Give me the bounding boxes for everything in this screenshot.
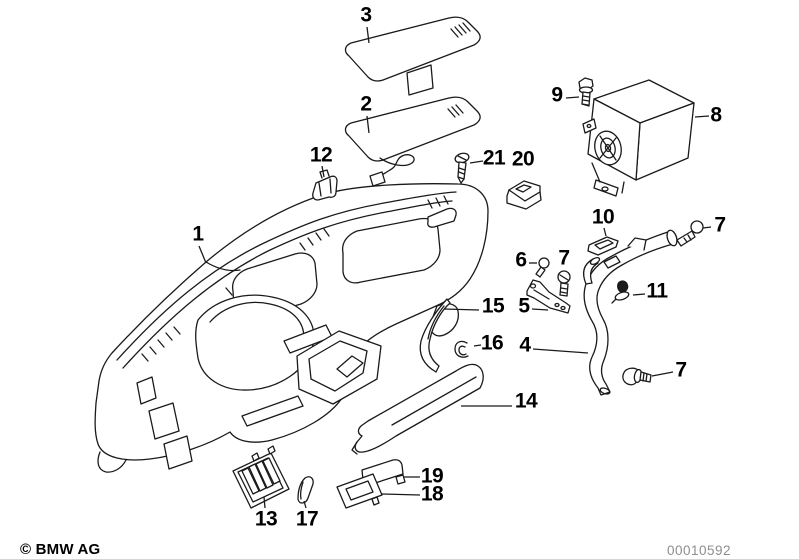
callout-21[interactable]: 21 (482, 146, 506, 170)
callout-1[interactable]: 1 (192, 222, 204, 246)
part-21-screw (454, 152, 470, 184)
leader-line-18 (381, 493, 421, 496)
callout-14[interactable]: 14 (514, 389, 538, 413)
callout-18[interactable]: 18 (420, 482, 444, 506)
leader-line-5 (531, 308, 549, 311)
part-5-bracket (526, 279, 571, 314)
callout-17[interactable]: 17 (295, 507, 319, 531)
callout-16[interactable]: 16 (480, 331, 504, 355)
callout-20[interactable]: 20 (511, 147, 535, 171)
part-20-clamp-clip (506, 180, 542, 210)
callout-7a[interactable]: 7 (714, 213, 726, 237)
part-13-vent-grille (232, 445, 290, 509)
part-16-c-clip (454, 340, 469, 358)
leader-line-13 (263, 496, 266, 509)
leader-line-9 (565, 96, 580, 99)
leader-line-15 (443, 308, 480, 311)
callout-10[interactable]: 10 (591, 205, 615, 229)
callout-6[interactable]: 6 (515, 248, 527, 272)
part-2-cover-panel (344, 96, 481, 187)
leader-line-2 (366, 115, 370, 134)
callout-15[interactable]: 15 (481, 294, 505, 318)
leader-line-17 (303, 500, 307, 509)
part-4-air-duct (582, 229, 678, 396)
leader-line-21 (469, 160, 484, 164)
leader-line-11 (632, 293, 646, 296)
part-1-instrument-panel-drawing (94, 183, 489, 473)
leader-line-1 (198, 245, 207, 264)
callout-12[interactable]: 12 (309, 143, 333, 167)
part-7-bolt-bottom (622, 367, 652, 386)
part-18-frame (336, 473, 383, 509)
leader-line-16 (473, 344, 482, 347)
leader-line-8 (694, 115, 710, 118)
callout-7b[interactable]: 7 (558, 246, 570, 270)
callout-3[interactable]: 3 (360, 3, 372, 27)
callout-11[interactable]: 11 (646, 279, 668, 303)
leader-line-10 (603, 227, 607, 237)
callout-19[interactable]: 19 (420, 464, 444, 488)
callout-13[interactable]: 13 (254, 507, 278, 531)
part-15-trim-strip (419, 298, 451, 373)
part-8-airbag-module (582, 79, 695, 197)
callout-2[interactable]: 2 (360, 92, 372, 116)
part-14-lower-trim-panel (351, 363, 484, 455)
leader-line-3 (366, 26, 370, 44)
callout-9[interactable]: 9 (551, 83, 563, 107)
callout-5[interactable]: 5 (518, 294, 530, 318)
part-9-hex-bolt (578, 77, 594, 107)
leader-line-4 (532, 348, 589, 354)
part-17-cover-cap (297, 476, 314, 504)
callout-7c[interactable]: 7 (675, 358, 687, 382)
leader-line-12 (321, 165, 325, 178)
part-10-retaining-clip (587, 236, 619, 256)
diagram-number-text: 00010592 (667, 543, 732, 558)
part-3-cover-panel-top (344, 16, 481, 96)
part-6-screw (535, 257, 550, 278)
part-12-holder-clip (312, 169, 338, 201)
part-11-screw (611, 280, 630, 304)
part-7-screw-middle (557, 270, 571, 297)
leader-line-7c (651, 371, 674, 377)
callout-4[interactable]: 4 (519, 333, 531, 357)
callout-8[interactable]: 8 (710, 103, 722, 127)
part-7-screw-top (676, 220, 704, 247)
copyright-text: © BMW AG (20, 541, 101, 558)
leader-line-7a (702, 226, 712, 229)
